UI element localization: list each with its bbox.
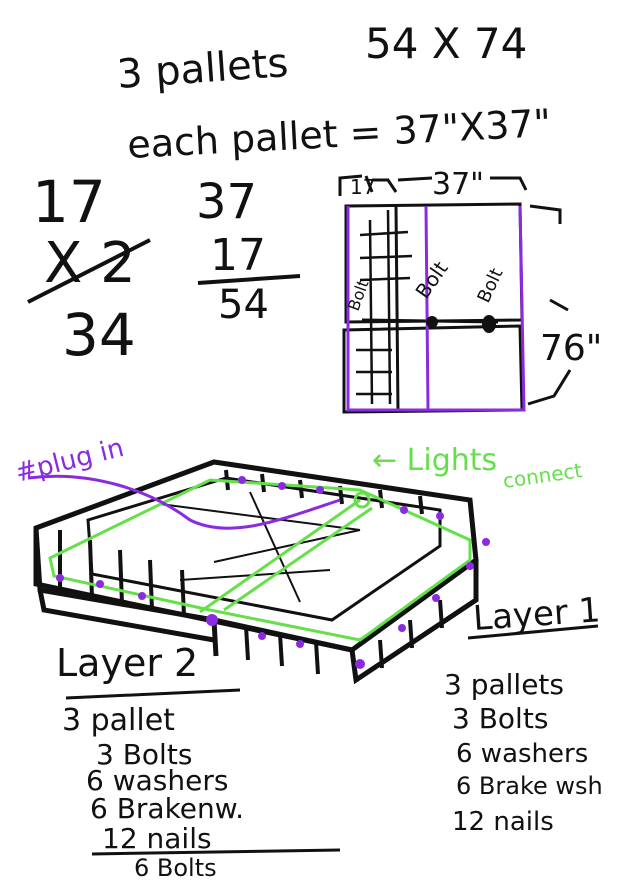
layer2-sum-line (91, 848, 341, 856)
connect-label: connect (501, 458, 583, 493)
layer1-item: 6 Brake wsh (456, 772, 603, 800)
lights-center-run (199, 498, 373, 614)
purple-dot (96, 580, 104, 588)
purple-dot (355, 659, 365, 669)
purple-dot (482, 538, 490, 546)
purple-dot (138, 592, 146, 600)
layer1-title-underline (467, 624, 599, 640)
plan-bolt-mid-label: Bolt (410, 257, 452, 303)
purple-dot (206, 614, 218, 626)
math2-result: 54 (218, 282, 269, 328)
layer2-item: 3 pallet (62, 703, 175, 738)
stack-sides (33, 527, 479, 685)
math1-divider (27, 238, 151, 304)
lights-loop-outer (48, 478, 472, 642)
plan-view: 17 37" Bolt Bolt Bolt 76" (338, 167, 602, 414)
purple-dot (432, 594, 440, 602)
plan-top-dimension-right (397, 176, 528, 191)
layer1-item: 12 nails (452, 807, 554, 837)
plug-in-cord (27, 474, 341, 530)
layer1-item: 6 washers (456, 739, 588, 769)
purple-dot (400, 506, 408, 514)
layer2-item: 3 Bolts (96, 738, 192, 771)
plan-bolt-mid (426, 316, 438, 328)
plan-width-right-label: 37" (432, 167, 484, 202)
plan-height-label: 76" (540, 328, 602, 369)
layer1-item: 3 Bolts (452, 702, 548, 735)
purple-dot (238, 476, 246, 484)
math2-b: 17 (210, 230, 266, 281)
math-block-1: 17 X 2 34 (27, 168, 151, 369)
plan-height-dimension (527, 204, 572, 406)
layer2-title: Layer 2 (56, 641, 198, 685)
lights-label: ← Lights (372, 443, 497, 478)
header-dims: 54 X 74 (365, 19, 527, 68)
pallet-stack-3d (27, 459, 490, 685)
math2-a: 37 (196, 174, 257, 230)
purple-dot (278, 482, 286, 490)
purple-dot (316, 486, 324, 494)
purple-dot (466, 562, 474, 570)
purple-dot (56, 574, 64, 582)
header-count: 3 pallets (115, 40, 289, 98)
purple-dot (436, 512, 444, 520)
layer-1-list: Layer 1 3 pallets 3 Bolts 6 washers 6 Br… (444, 590, 603, 837)
layer1-item: 3 pallets (444, 668, 564, 701)
purple-dot (258, 632, 266, 640)
layer2-item: 12 nails (102, 822, 212, 855)
plan-bolt-right-label: Bolt (473, 265, 507, 306)
math-block-2: 37 17 54 (196, 174, 301, 328)
layer2-title-underline (65, 688, 241, 700)
plan-purple-centerline (424, 205, 430, 411)
math2-divider (197, 274, 301, 285)
plan-width-left-label: 17 (350, 175, 375, 199)
header-each-pallet: each pallet = 37"X37" (126, 101, 552, 167)
plan-purple-outline (346, 205, 526, 412)
layer2-item: 6 washers (86, 764, 228, 797)
layer2-total: 6 Bolts (134, 854, 217, 882)
plan-slats (356, 209, 413, 405)
plug-in-label: #plug in (12, 433, 126, 489)
math1-result: 34 (62, 301, 136, 369)
plan-divider-line (394, 205, 400, 413)
layer-2-list: Layer 2 3 pallet 3 Bolts 6 washers 6 Bra… (56, 641, 341, 882)
purple-dot (296, 640, 304, 648)
plan-bolt-right (482, 315, 496, 333)
purple-dots (56, 476, 490, 669)
layer2-item: 6 Brakenw. (90, 792, 244, 825)
lights-connect-point (353, 491, 371, 509)
stack-inner-boards (159, 491, 361, 603)
plan-top-dimension-left (338, 174, 398, 196)
purple-dot (398, 624, 406, 632)
math1-a: 17 (32, 168, 106, 236)
